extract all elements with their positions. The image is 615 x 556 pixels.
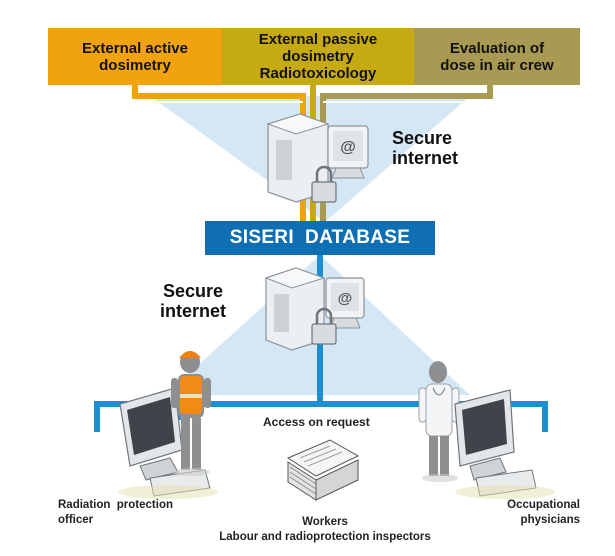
monitor-left-icon <box>118 387 218 499</box>
svg-text:@: @ <box>338 290 353 307</box>
workers-inspectors-label: Workers Labour and radioprotection inspe… <box>0 515 615 545</box>
server-top-icon: @ <box>266 113 369 203</box>
rpo-line1: Radiation protection <box>58 499 173 511</box>
source-dose-label: Evaluation of dose in air crew <box>440 39 554 74</box>
source-external-active-dosimetry: External active dosimetry <box>48 28 222 85</box>
secure-internet-top-label: Secure internet <box>392 128 458 168</box>
secure-mid-line2: internet <box>160 301 227 321</box>
occ-line1: Occupational <box>507 499 580 511</box>
secure-internet-mid-label: Secure internet <box>160 281 226 321</box>
inspectors-label: Labour and radioprotection inspectors <box>219 531 431 543</box>
source-evaluation-dose-air-crew: Evaluation of dose in air crew <box>414 28 580 85</box>
secure-mid-line1: Secure <box>162 281 224 301</box>
files-stack-icon <box>286 439 360 501</box>
siseri-database-banner: SISERI DATABASE <box>205 221 435 255</box>
source-external-passive-dosimetry: External passive dosimetry Radiotoxicolo… <box>222 28 414 85</box>
source-passive-line1: External passive <box>258 31 378 48</box>
source-passive-line2: dosimetry <box>282 48 354 65</box>
secure-top-line1: Secure <box>392 128 453 148</box>
monitor-right-icon <box>454 389 555 499</box>
secure-top-line2: internet <box>392 148 459 168</box>
source-passive-line3: Radiotoxicology <box>259 65 377 82</box>
svg-text:@: @ <box>340 139 356 156</box>
rpo-line2: officer <box>58 514 94 526</box>
rpo-label: Radiation protection officer <box>58 498 173 528</box>
access-on-request-label: Access on request <box>263 415 370 429</box>
physician-person-icon <box>418 361 460 482</box>
database-label: SISERI DATABASE <box>229 227 411 248</box>
occupational-physicians-label: Occupational physicians <box>495 498 580 528</box>
workers-label: Workers <box>302 516 348 528</box>
server-mid-icon: @ <box>264 267 365 351</box>
occ-line2: physicians <box>520 514 580 526</box>
rpo-person-icon <box>171 351 211 476</box>
source-active-label: External active dosimetry <box>82 39 188 74</box>
